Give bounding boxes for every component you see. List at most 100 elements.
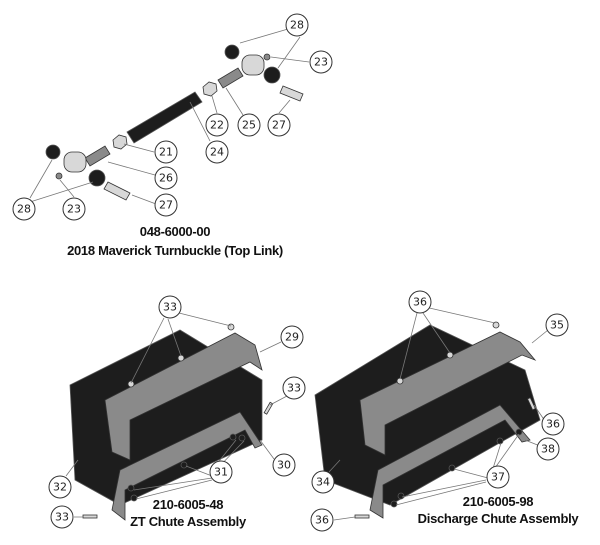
upper-bracket-29 (104, 332, 263, 461)
grease-fitting-23-upper (263, 53, 271, 61)
turnbuckle-part-number: 048-6000-00 (140, 224, 210, 239)
bolt-36-b (446, 351, 454, 359)
zt-leaders (65, 311, 288, 518)
bolt-33-e (263, 401, 274, 415)
sleeve-27-lower (103, 181, 131, 201)
svg-text:35: 35 (550, 319, 564, 332)
nut-37-e (390, 500, 398, 508)
bushing-28-lower-right (88, 169, 106, 187)
svg-text:37: 37 (491, 471, 505, 484)
turnbuckle-leaders (29, 28, 310, 205)
callout-26: 26 (154, 166, 178, 190)
callout-24: 24 (205, 140, 229, 164)
zt-chute-title: ZT Chute Assembly (130, 514, 247, 529)
zt-chute-assembly (69, 323, 274, 521)
discharge-chute-part-number: 210-6005-98 (463, 494, 533, 509)
callout-37: 37 (486, 465, 510, 489)
upper-bracket-35 (359, 331, 537, 456)
nut-31-d (127, 484, 135, 492)
nut-37-a (515, 428, 523, 436)
bushing-28-lower-left (45, 144, 61, 160)
svg-text:33: 33 (163, 301, 177, 314)
svg-text:25: 25 (242, 119, 256, 132)
lower-bracket-38 (369, 404, 531, 519)
svg-text:22: 22 (210, 119, 224, 132)
bolt-36-e (527, 397, 536, 411)
callout-29: 29 (280, 325, 304, 349)
bolt-33-a (227, 323, 235, 331)
nut-37-c (448, 464, 456, 472)
callout-36-bottom: 36 (310, 508, 334, 532)
svg-text:36: 36 (546, 418, 560, 431)
bolt-36-d (354, 514, 370, 519)
turnbuckle-tube (126, 91, 203, 144)
svg-text:24: 24 (210, 146, 224, 159)
callout-38: 38 (536, 437, 560, 461)
svg-text:28: 28 (17, 203, 31, 216)
lower-bracket-30 (111, 411, 263, 521)
callout-27: 27 (267, 113, 291, 137)
turnbuckle-assembly (45, 44, 304, 201)
nut-31-c (180, 461, 188, 469)
svg-text:36: 36 (413, 296, 427, 309)
grease-fitting-23-lower (55, 172, 63, 180)
rod-end-lower (63, 151, 87, 173)
callout-32: 32 (48, 475, 72, 499)
discharge-leaders (328, 306, 549, 521)
svg-text:26: 26 (159, 172, 173, 185)
svg-text:27: 27 (272, 119, 286, 132)
callout-31: 31 (209, 460, 233, 484)
callout-21: 21 (154, 140, 178, 164)
turnbuckle-title: 2018 Maverick Turnbuckle (Top Link) (67, 243, 283, 258)
callout-36-right: 36 (541, 412, 565, 436)
bushing-28-upper-right (263, 66, 281, 84)
svg-text:30: 30 (277, 459, 291, 472)
svg-text:33: 33 (287, 382, 301, 395)
callout-35: 35 (545, 313, 569, 337)
svg-text:32: 32 (53, 481, 67, 494)
callout-33-top: 33 (158, 295, 182, 319)
svg-text:29: 29 (285, 331, 299, 344)
svg-text:21: 21 (159, 146, 173, 159)
svg-text:38: 38 (541, 443, 555, 456)
sleeve-27-upper (279, 85, 304, 102)
callout-22: 22 (205, 113, 229, 137)
nut-31-b (238, 434, 246, 442)
discharge-chute-assembly (314, 321, 541, 519)
nut-31-e (130, 494, 138, 502)
svg-text:33: 33 (55, 511, 69, 524)
callout-23-lower: 23 (62, 197, 86, 221)
callout-30: 30 (272, 453, 296, 477)
callout-33-right: 33 (282, 376, 306, 400)
svg-text:27: 27 (159, 199, 173, 212)
bushing-28-upper-left (224, 44, 240, 60)
discharge-chute-title: Discharge Chute Assembly (418, 511, 580, 526)
svg-text:31: 31 (214, 466, 228, 479)
nut-37-b (496, 437, 504, 445)
svg-text:36: 36 (315, 514, 329, 527)
callout-28-lower: 28 (12, 197, 36, 221)
callout-25: 25 (237, 113, 261, 137)
hex-nut-21 (112, 134, 128, 150)
svg-text:23: 23 (67, 203, 81, 216)
callout-27-lower: 27 (154, 193, 178, 217)
nut-37-d (397, 492, 405, 500)
nut-31-a (229, 433, 237, 441)
rod-end-upper (241, 54, 265, 76)
svg-text:34: 34 (316, 476, 330, 489)
bolt-33-d (82, 514, 98, 519)
svg-text:28: 28 (290, 19, 304, 32)
threaded-rod-26 (84, 145, 111, 167)
callout-23: 23 (309, 50, 333, 74)
callout-36-top: 36 (408, 290, 432, 314)
zt-chute-part-number: 210-6005-48 (153, 497, 223, 512)
threaded-rod-25 (217, 67, 244, 89)
bolt-36-a (492, 321, 500, 329)
svg-text:23: 23 (314, 56, 328, 69)
callout-33-bottom: 33 (50, 505, 74, 529)
callout-28: 28 (285, 13, 309, 37)
callout-34: 34 (311, 470, 335, 494)
bolt-33-c (127, 380, 135, 388)
